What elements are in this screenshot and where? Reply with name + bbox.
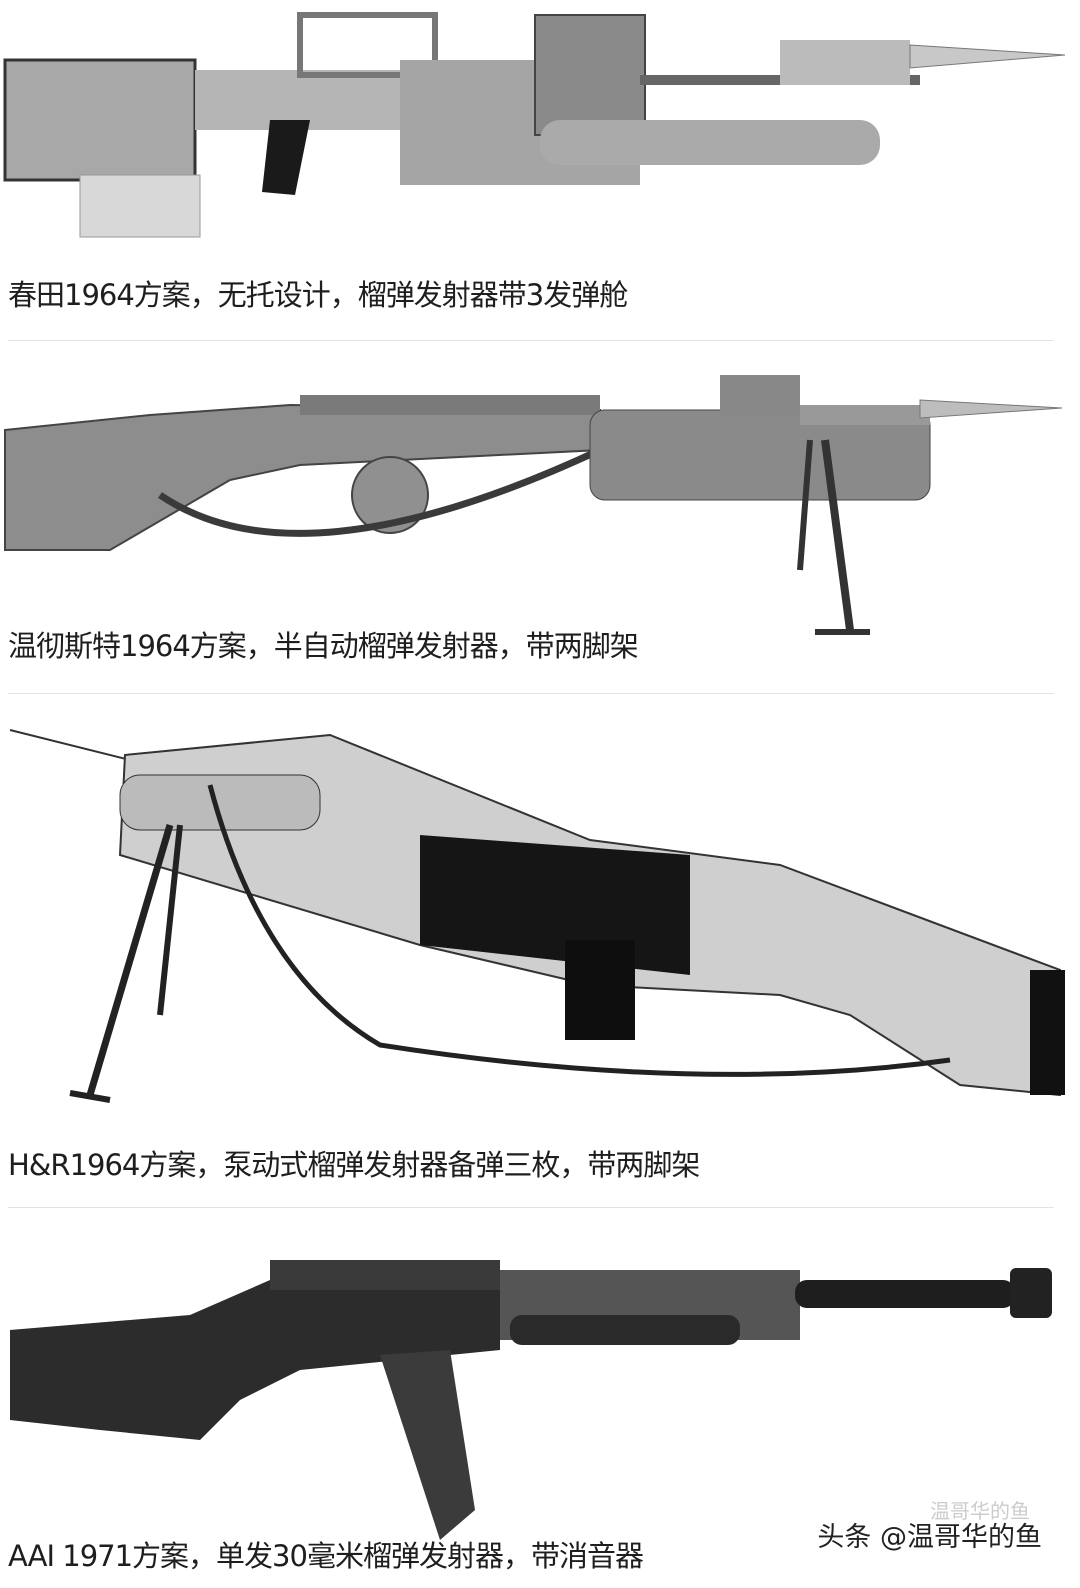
divider (8, 340, 1054, 341)
divider (8, 693, 1054, 694)
aai-1971-rifle-image (10, 1260, 1052, 1540)
watermark-faint: 温哥华的鱼 (930, 1499, 1030, 1523)
figure-caption: AAI 1971方案，单发30毫米榴弹发射器，带消音器 (8, 1539, 644, 1573)
figure-caption: 春田1964方案，无托设计，榴弹发射器带3发弹舱 (8, 278, 628, 312)
springfield-1964-rifle-image (3, 12, 1066, 238)
winchester-1964-rifle-image (4, 375, 1063, 635)
hr-1964-rifle-image (9, 729, 1065, 1103)
figure-caption: 温彻斯特1964方案，半自动榴弹发射器，带两脚架 (8, 629, 639, 663)
figure-caption: H&R1964方案，泵动式榴弹发射器备弹三枚，带两脚架 (8, 1148, 700, 1182)
divider (8, 1207, 1054, 1208)
watermark: 头条 @温哥华的鱼 (817, 1522, 1042, 1553)
